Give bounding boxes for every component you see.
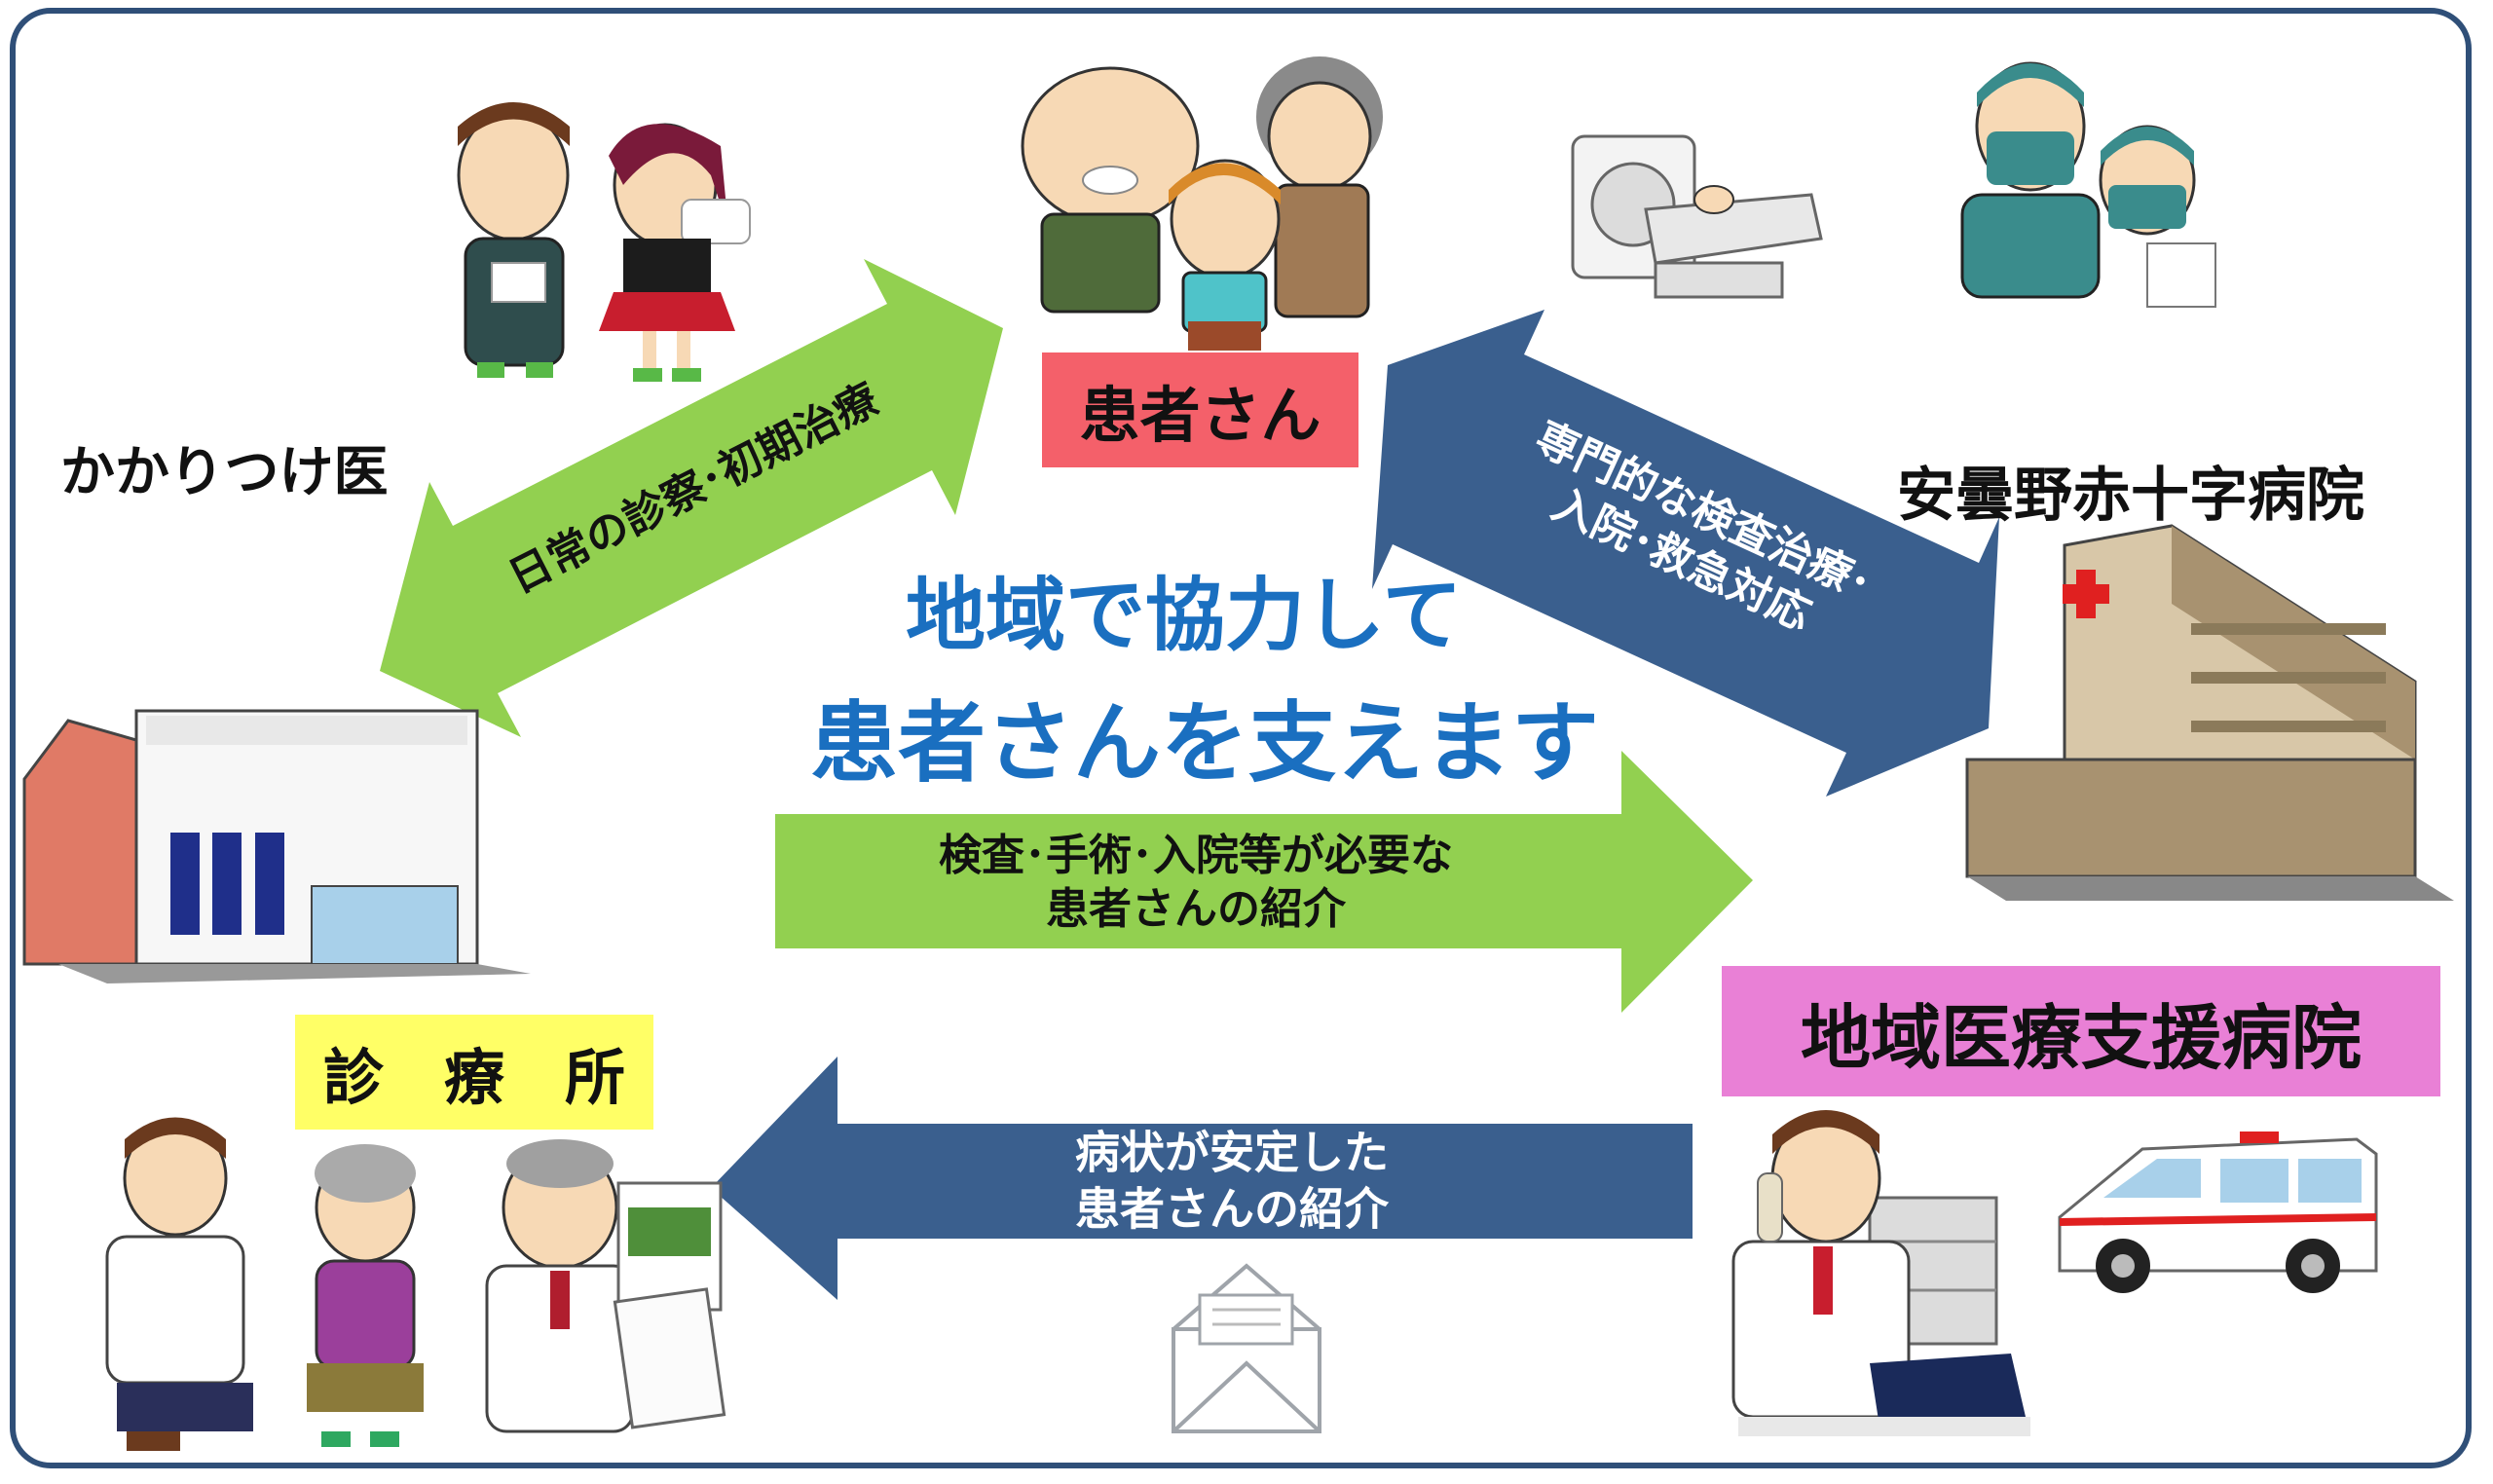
ct-scanner-icon <box>1571 134 1823 299</box>
family-icon <box>1021 56 1383 351</box>
patient-label: 患者さん <box>1079 380 1321 451</box>
specialized-care-arrow <box>1372 310 1999 797</box>
referral-to-hospital-line-1: 検査･手術･入院等が必要な <box>939 831 1453 880</box>
diagram-frame <box>10 8 2472 1468</box>
doctor-phone-icon <box>485 1139 726 1433</box>
clinic-label-box: 診 療 所 <box>295 1015 653 1130</box>
referral-to-hospital-line-2: 患者さんの紹介 <box>1046 884 1346 934</box>
envelope-icon <box>1172 1263 1321 1433</box>
patient-label-box: 患者さん <box>1042 352 1358 467</box>
referral-to-clinic-text: 病状が安定した 患者さんの紹介 <box>1075 1126 1389 1238</box>
title-line-2: 患者さんを支えます <box>810 692 1599 795</box>
referral-to-hospital-text: 検査･手術･入院等が必要な 患者さんの紹介 <box>939 829 1453 936</box>
support-hospital-label-box: 地域医療支援病院 <box>1722 966 2440 1096</box>
daily-care-arrow <box>380 259 1003 737</box>
ambulance-icon <box>2058 1132 2378 1293</box>
referral-to-clinic-arrow <box>711 1057 1693 1300</box>
title-line-1: 地域で協力して <box>906 570 1463 662</box>
surgeons-icon <box>1960 61 2216 308</box>
family-doctor-label: かかりつけ医 <box>60 441 389 504</box>
clinic-label: 診 療 所 <box>322 1042 625 1113</box>
red-cross-hospital-label: 安曇野赤十字病院 <box>1897 462 2364 530</box>
referral-to-clinic-line-2: 患者さんの紹介 <box>1075 1182 1389 1235</box>
doctor-patient-icon <box>105 1117 424 1451</box>
clinic-building-icon <box>22 709 531 983</box>
support-hospital-label: 地域医療支援病院 <box>1800 996 2362 1079</box>
doctor-desk-icon <box>1731 1110 2030 1436</box>
referral-to-hospital-arrow <box>775 751 1753 1013</box>
hospital-building-icon <box>1965 524 2454 901</box>
referral-to-clinic-line-1: 病状が安定した <box>1075 1126 1389 1179</box>
doctor-phone-handset-icon <box>1757 1172 1783 1243</box>
sick-people-icon <box>457 102 751 382</box>
